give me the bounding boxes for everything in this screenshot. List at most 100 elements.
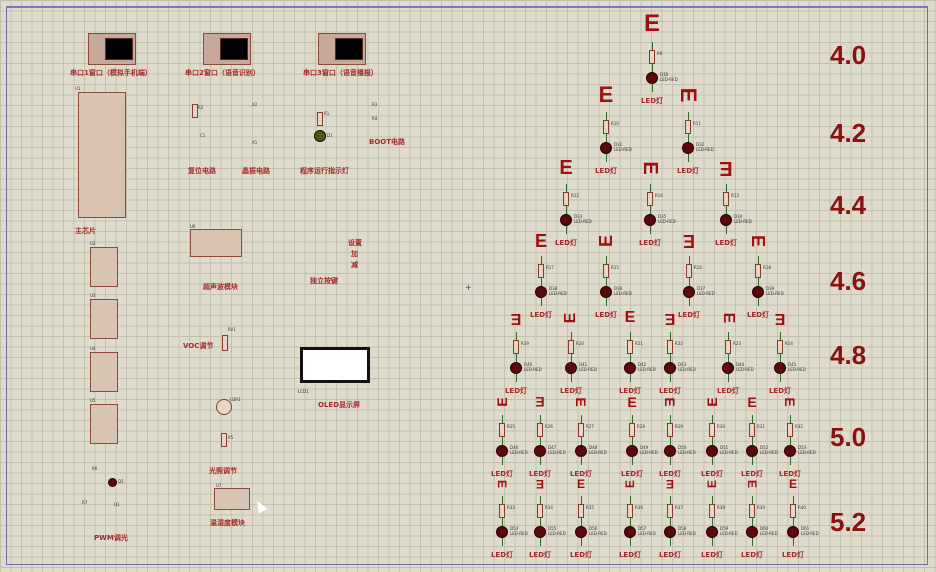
led[interactable] [535, 286, 547, 298]
resistor[interactable] [563, 192, 569, 206]
led[interactable] [624, 526, 636, 538]
led[interactable] [752, 286, 764, 298]
d2-led[interactable] [108, 478, 117, 487]
led[interactable] [664, 526, 676, 538]
acuity-label: 4.4 [830, 190, 867, 220]
resistor[interactable] [667, 423, 673, 437]
resistor[interactable] [578, 423, 584, 437]
resistor-ref: R23 [733, 341, 741, 346]
resistor[interactable] [647, 192, 653, 206]
resistor-ref: R13 [731, 193, 739, 198]
led[interactable] [644, 214, 656, 226]
virtual-terminal-2[interactable] [203, 33, 251, 65]
resistor[interactable] [568, 340, 574, 354]
r5-resistor[interactable] [221, 433, 227, 447]
r2-resistor[interactable] [192, 104, 198, 118]
resistor[interactable] [749, 423, 755, 437]
main-chip[interactable] [78, 92, 126, 218]
led[interactable] [722, 362, 734, 374]
led[interactable] [787, 526, 799, 538]
led[interactable] [565, 362, 577, 374]
led[interactable] [683, 286, 695, 298]
led[interactable] [682, 142, 694, 154]
resistor[interactable] [629, 423, 635, 437]
led[interactable] [600, 142, 612, 154]
resistor[interactable] [667, 340, 673, 354]
r1-resistor[interactable] [317, 112, 323, 126]
led[interactable] [600, 286, 612, 298]
resistor[interactable] [627, 504, 633, 518]
ic-u2[interactable] [90, 247, 118, 287]
run-indicator-led[interactable] [314, 130, 326, 142]
led[interactable] [626, 445, 638, 457]
resistor[interactable] [578, 504, 584, 518]
led[interactable] [496, 445, 508, 457]
q1-ref: Q1 [114, 502, 120, 507]
resistor[interactable] [603, 120, 609, 134]
e-optotype-left-icon: E [536, 477, 545, 491]
led[interactable] [720, 214, 732, 226]
led[interactable] [784, 445, 796, 457]
resistor[interactable] [725, 340, 731, 354]
resistor[interactable] [723, 192, 729, 206]
u3-ref: U3 [90, 293, 96, 298]
led[interactable] [534, 526, 546, 538]
ic-u5[interactable] [90, 404, 118, 444]
temp-humidity-module[interactable] [214, 488, 250, 510]
led[interactable] [496, 526, 508, 538]
resistor[interactable] [787, 423, 793, 437]
led[interactable] [624, 362, 636, 374]
led[interactable] [510, 362, 522, 374]
led[interactable] [575, 445, 587, 457]
resistor[interactable] [685, 120, 691, 134]
wire [501, 496, 503, 546]
led[interactable] [560, 214, 572, 226]
ultrasonic-module[interactable] [190, 229, 242, 257]
resistor[interactable] [686, 264, 692, 278]
virtual-terminal-1[interactable] [88, 33, 136, 65]
oled-display[interactable] [300, 347, 370, 383]
resistor[interactable] [749, 504, 755, 518]
e-optotype-up-icon: E [623, 480, 637, 489]
virtual-terminal-3[interactable] [318, 33, 366, 65]
e-optotype-left-icon: E [535, 394, 545, 410]
diode-type: LED-RED [697, 291, 715, 296]
resistor[interactable] [627, 340, 633, 354]
led[interactable] [664, 445, 676, 457]
resistor[interactable] [709, 504, 715, 518]
led[interactable] [774, 362, 786, 374]
resistor[interactable] [790, 504, 796, 518]
led[interactable] [746, 526, 758, 538]
resistor[interactable] [513, 340, 519, 354]
led-label: LED灯 [618, 551, 642, 559]
led[interactable] [664, 362, 676, 374]
resistor[interactable] [499, 504, 505, 518]
led[interactable] [646, 72, 658, 84]
resistor[interactable] [777, 340, 783, 354]
resistor[interactable] [709, 423, 715, 437]
resistor-ref: R39 [757, 505, 765, 510]
resistor-ref: R15 [611, 265, 619, 270]
resistor[interactable] [603, 264, 609, 278]
led[interactable] [534, 445, 546, 457]
resistor[interactable] [667, 504, 673, 518]
led[interactable] [575, 526, 587, 538]
voc-potentiometer[interactable] [222, 335, 228, 351]
led[interactable] [706, 526, 718, 538]
resistor[interactable] [499, 423, 505, 437]
led[interactable] [746, 445, 758, 457]
resistor[interactable] [649, 50, 655, 64]
resistor[interactable] [755, 264, 761, 278]
led[interactable] [706, 445, 718, 457]
resistor[interactable] [538, 264, 544, 278]
resistor[interactable] [537, 504, 543, 518]
ic-u3[interactable] [90, 299, 118, 339]
ic-u4[interactable] [90, 352, 118, 392]
resistor[interactable] [537, 423, 543, 437]
led-label: LED灯 [528, 470, 552, 478]
key-sub-label: 减 [351, 261, 358, 269]
ldr-sensor[interactable] [216, 399, 232, 415]
wire [669, 332, 671, 382]
led-label: LED灯 [554, 239, 578, 247]
